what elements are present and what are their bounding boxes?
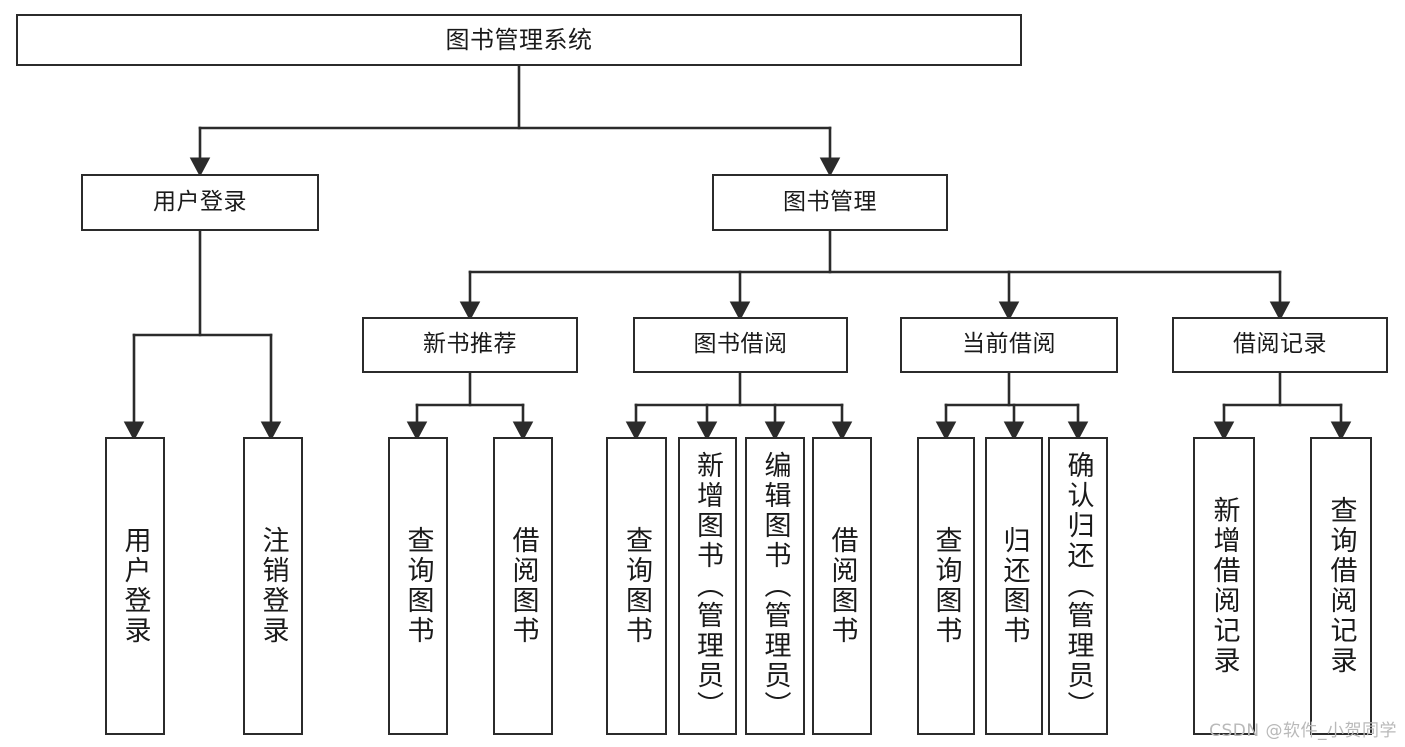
node-book-borrow[interactable]: 图书借阅 [633,317,848,373]
node-label: 图书管理系统 [445,25,593,54]
node-book-management[interactable]: 图书管理 [712,174,948,231]
node-user-login[interactable]: 用户登录 [81,174,319,231]
node-label: 用户登录 [153,188,247,215]
leaf-add-borrow-record[interactable]: 新增借阅记录 [1193,437,1255,735]
node-borrow-records[interactable]: 借阅记录 [1172,317,1388,373]
node-label: 查询图书 [402,526,434,646]
node-label: 用户登录 [119,526,151,646]
node-label: 借阅图书 [826,526,858,646]
leaf-query-book-current[interactable]: 查询图书 [917,437,975,735]
node-new-book-recommend[interactable]: 新书推荐 [362,317,578,373]
node-label: 查询借阅记录 [1325,496,1357,676]
leaf-user-login[interactable]: 用户登录 [105,437,165,735]
node-label: 新书推荐 [423,331,517,358]
leaf-edit-book-admin[interactable]: 编辑图书（管理员） [745,437,805,735]
node-label: 借阅图书 [507,526,539,646]
node-root-system[interactable]: 图书管理系统 [16,14,1022,66]
node-label: 归还图书 [998,526,1030,646]
node-current-borrow[interactable]: 当前借阅 [900,317,1118,373]
node-label: 确认归还（管理员） [1062,451,1094,721]
node-label: 查询图书 [621,526,652,646]
leaf-query-book-recommend[interactable]: 查询图书 [388,437,448,735]
node-label: 编辑图书（管理员） [759,451,791,721]
leaf-borrow-book[interactable]: 借阅图书 [812,437,872,735]
node-label: 注销登录 [257,526,289,646]
node-label: 新增图书（管理员） [692,451,723,721]
node-label: 查询图书 [930,526,962,646]
leaf-confirm-return-admin[interactable]: 确认归还（管理员） [1048,437,1108,735]
node-label: 新增借阅记录 [1208,496,1240,676]
leaf-add-book-admin[interactable]: 新增图书（管理员） [678,437,737,735]
leaf-return-book[interactable]: 归还图书 [985,437,1043,735]
leaf-logout[interactable]: 注销登录 [243,437,303,735]
leaf-query-borrow-record[interactable]: 查询借阅记录 [1310,437,1372,735]
node-label: 图书管理 [783,188,877,215]
node-label: 借阅记录 [1233,331,1327,358]
leaf-query-book-borrow[interactable]: 查询图书 [606,437,667,735]
node-label: 当前借阅 [962,331,1056,358]
node-label: 图书借阅 [693,331,788,358]
leaf-borrow-book-recommend[interactable]: 借阅图书 [493,437,553,735]
watermark-text: CSDN @软件_小贺同学 [1209,721,1397,741]
